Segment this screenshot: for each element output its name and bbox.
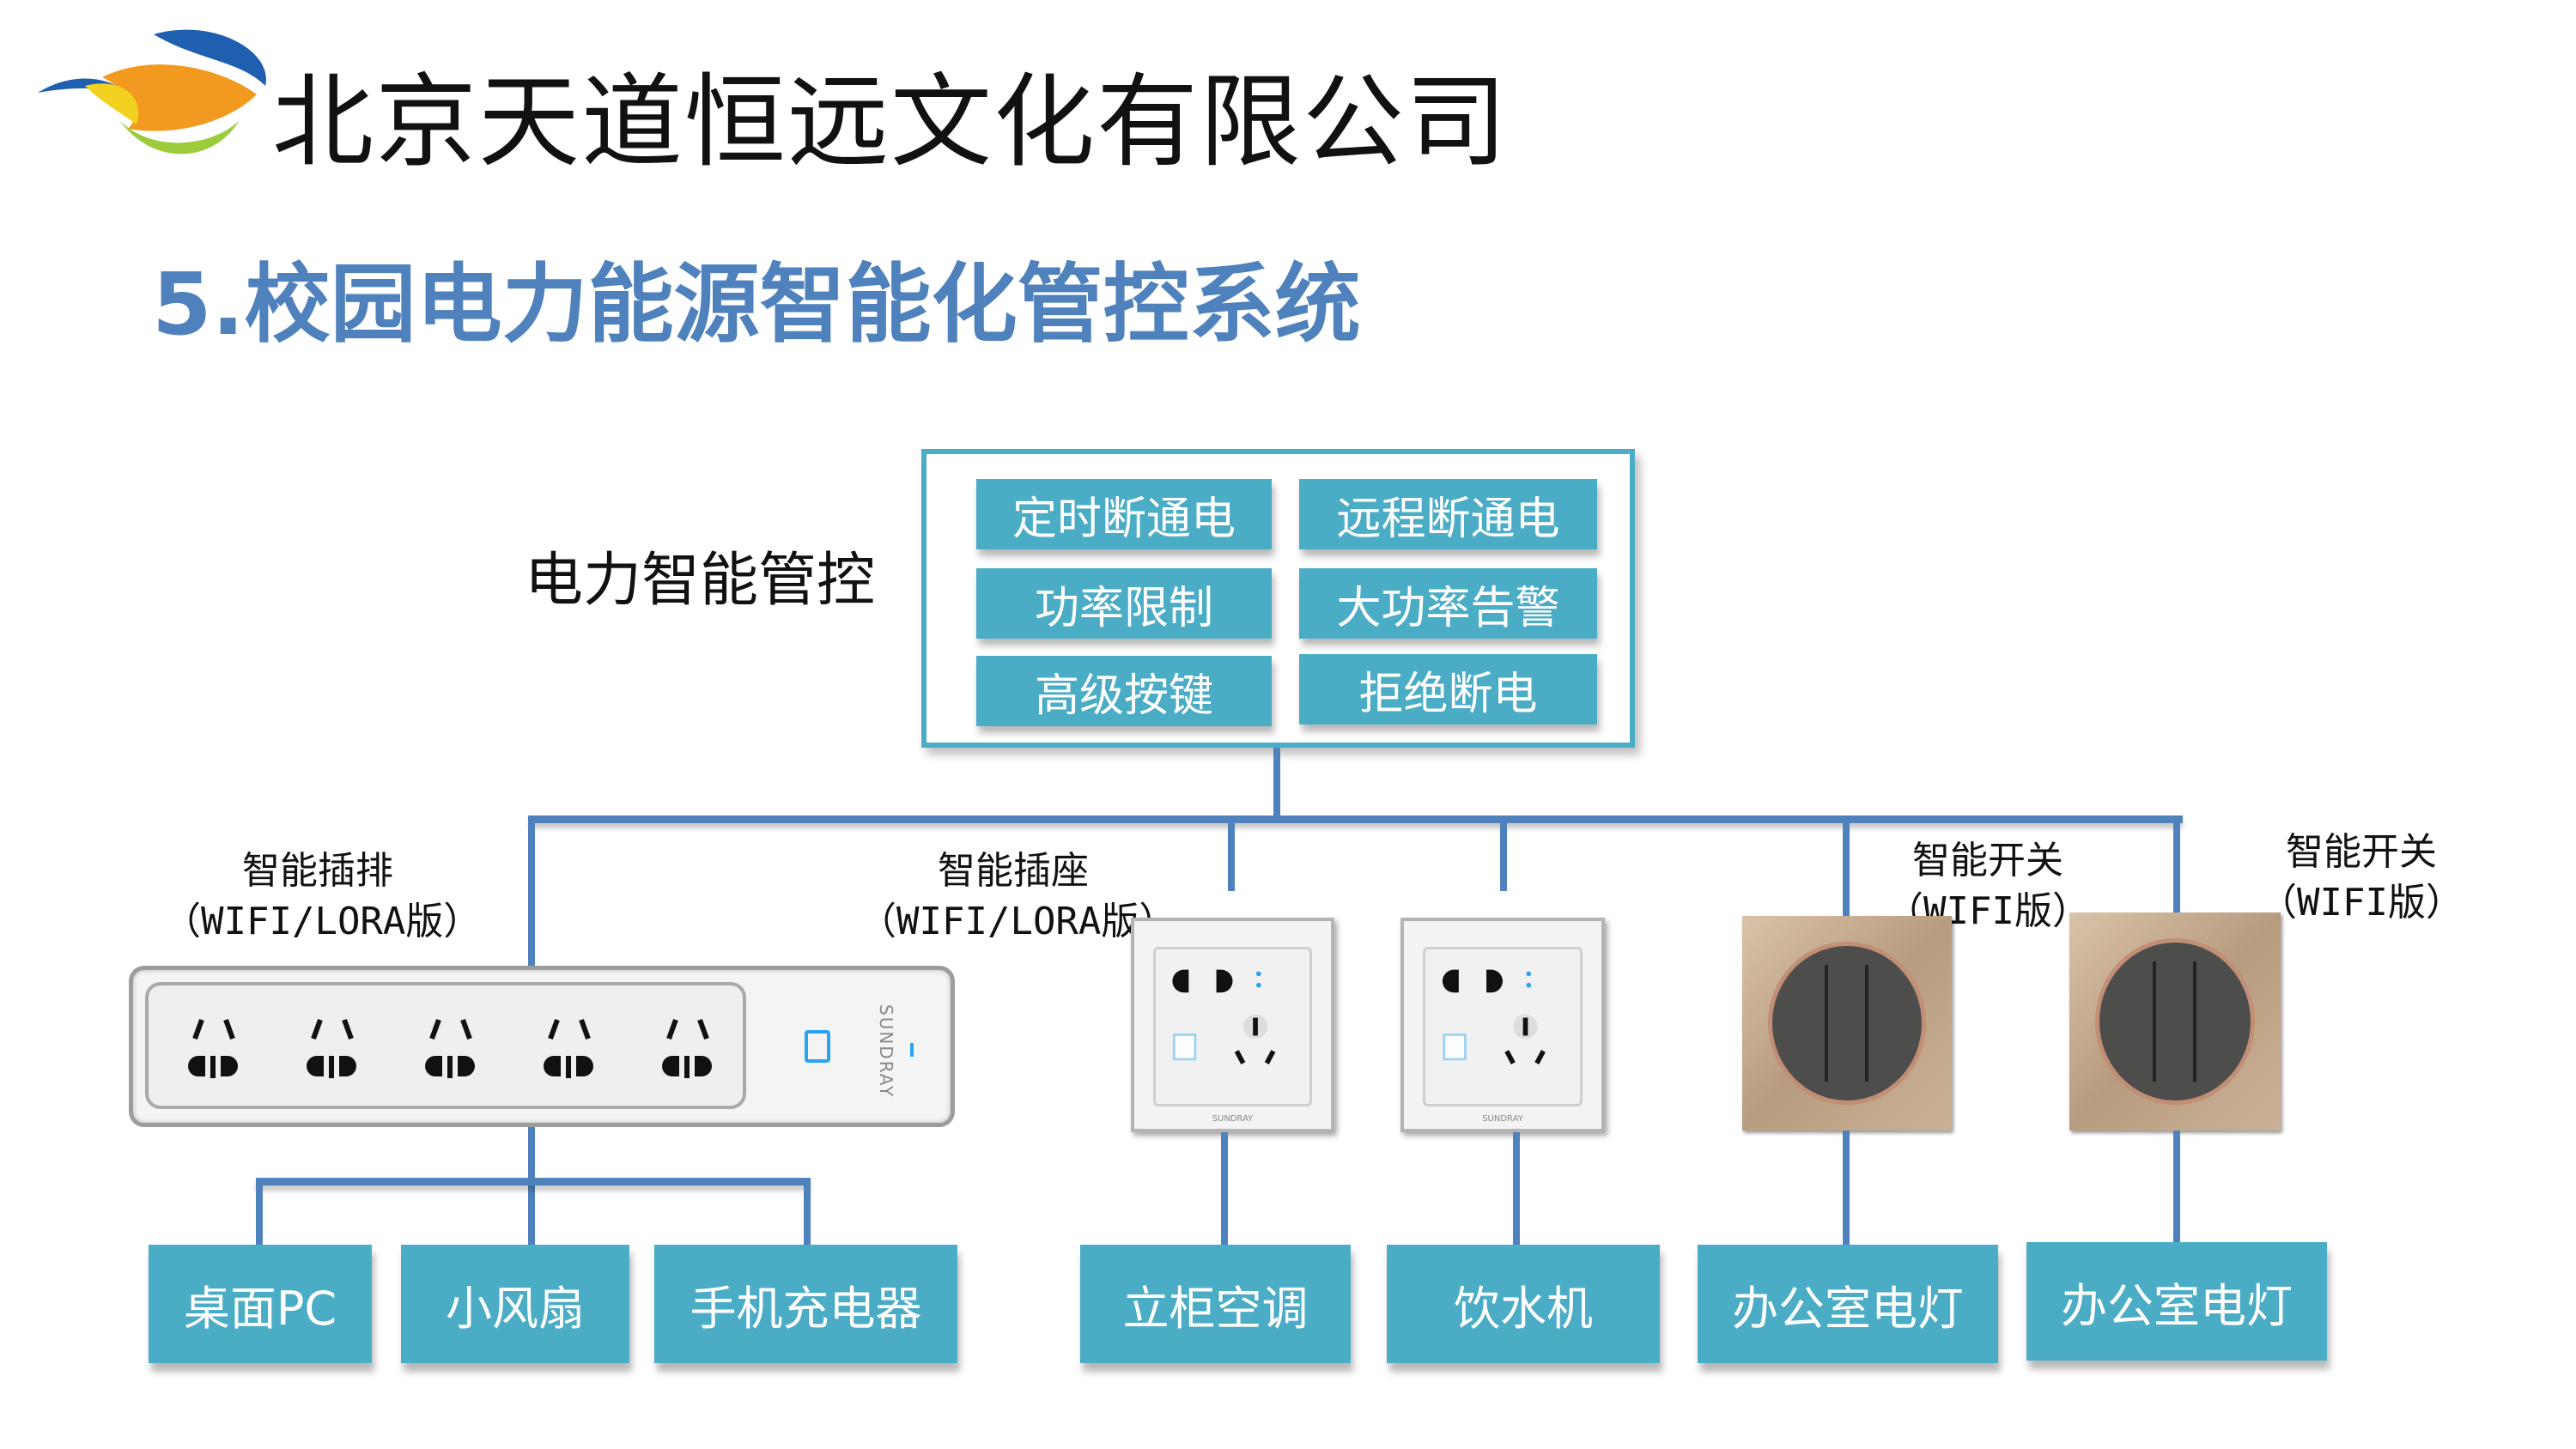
device-label-switch-2: 智能开关 （WIFI版） xyxy=(2250,827,2473,929)
connector-light-2 xyxy=(2173,1131,2180,1242)
control-center-label: 电力智能管控 xyxy=(525,547,876,615)
connector-switch-2 xyxy=(2173,815,2180,916)
wall-socket-icon: SUNDRAY xyxy=(1400,918,1605,1132)
smart-switch-icon xyxy=(2069,912,2281,1131)
connector-strip-down xyxy=(528,1127,535,1245)
function-power-limit: 功率限制 xyxy=(976,568,1272,639)
function-refuse-cutoff: 拒绝断电 xyxy=(1299,654,1597,724)
function-timed-power: 定时断通电 xyxy=(976,479,1272,549)
device-variant: （WIFI/LORA版） xyxy=(859,900,1177,944)
outlet-icon xyxy=(662,1018,712,1078)
trunk-connector xyxy=(1273,748,1280,822)
slide-title: 5.校园电力能源智能化管控系统 xyxy=(152,254,1361,355)
function-advanced-key: 高级按键 xyxy=(976,656,1272,726)
connector-water xyxy=(1513,1132,1520,1245)
wall-socket-icon: SUNDRAY xyxy=(1131,918,1334,1132)
device-label-strip: 智能插排 （WIFI/LORA版） xyxy=(163,846,482,948)
outlet-icon xyxy=(544,1018,593,1078)
connector-light-1 xyxy=(1843,1131,1850,1245)
device-name: 智能插排 xyxy=(242,849,393,893)
connector-ac xyxy=(1221,1132,1228,1245)
outlet-icon xyxy=(425,1018,475,1078)
device-name: 智能插座 xyxy=(938,849,1089,893)
bus-connector xyxy=(530,815,2183,823)
brand-text: SUNDRAY xyxy=(1482,1114,1523,1124)
smart-switch-icon xyxy=(1742,916,1952,1131)
device-variant: （WIFI版） xyxy=(2259,881,2464,925)
connector-charger xyxy=(804,1178,811,1245)
brand-text: SUNDRAY xyxy=(876,1004,896,1099)
company-logo-icon xyxy=(38,29,266,155)
appliance-desktop-pc: 桌面PC xyxy=(149,1245,372,1363)
connector-socket-1 xyxy=(1228,815,1235,891)
device-label-switch-1: 智能开关 （WIFI版） xyxy=(1880,835,2095,937)
connector-strip xyxy=(528,815,535,966)
outlet-icon xyxy=(188,1018,238,1078)
appliance-air-conditioner: 立柜空调 xyxy=(1080,1245,1351,1363)
connector-switch-1 xyxy=(1843,815,1850,916)
function-high-power-alarm: 大功率告警 xyxy=(1299,568,1597,639)
function-remote-power: 远程断通电 xyxy=(1299,479,1597,549)
appliance-office-light-1: 办公室电灯 xyxy=(1698,1245,1998,1363)
appliance-office-light-2: 办公室电灯 xyxy=(2026,1242,2327,1361)
outlet-icon xyxy=(307,1018,356,1078)
device-name: 智能开关 xyxy=(2286,830,2437,874)
connector-socket-2 xyxy=(1500,815,1507,891)
power-button-icon xyxy=(805,1030,830,1063)
appliance-water-dispenser: 饮水机 xyxy=(1387,1245,1660,1363)
connector-pc xyxy=(256,1178,263,1245)
brand-text: SUNDRAY xyxy=(1212,1114,1254,1124)
power-strip-icon: SUNDRAY xyxy=(129,966,955,1127)
appliance-fan: 小风扇 xyxy=(401,1245,629,1363)
company-name: 北京天道恒远文化有限公司 xyxy=(272,63,1510,181)
strip-branch-connector xyxy=(256,1178,811,1185)
device-name: 智能开关 xyxy=(1912,839,2063,882)
appliance-phone-charger: 手机充电器 xyxy=(654,1245,957,1363)
indicator-light-icon xyxy=(910,1043,914,1057)
device-variant: （WIFI/LORA版） xyxy=(163,900,482,944)
device-label-socket: 智能插座 （WIFI/LORA版） xyxy=(859,846,1177,948)
socket-holes-icon xyxy=(1172,969,1276,1064)
socket-holes-icon xyxy=(1442,969,1546,1064)
